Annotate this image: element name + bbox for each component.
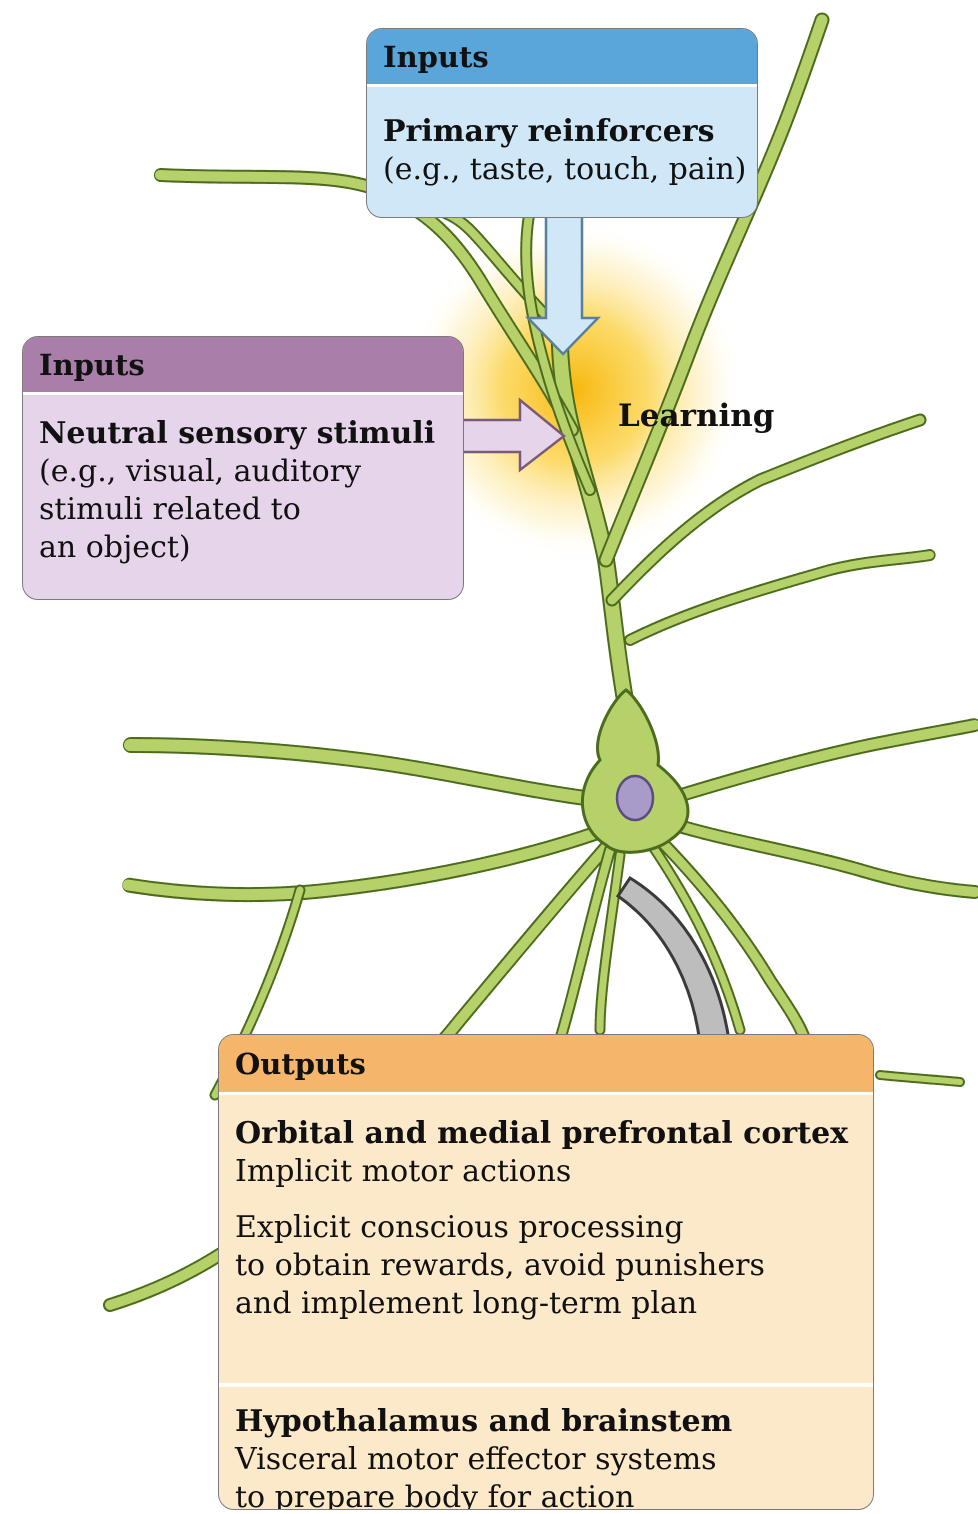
inputs-primary-box: Inputs Primary reinforcers (e.g., taste,… [366,28,758,218]
prefrontal-line: Implicit motor actions [235,1153,857,1191]
hypothalamus-line: to prepare body for action [235,1479,857,1510]
prefrontal-line: to obtain rewards, avoid punishers [235,1247,857,1285]
prefrontal-line: and implement long-term plan [235,1285,857,1323]
inputs-neutral-box: Inputs Neutral sensory stimuli (e.g., vi… [22,336,464,600]
neutral-stimuli-line: an object) [39,529,447,567]
cell-body [582,690,688,852]
outputs-section-prefrontal: Orbital and medial prefrontal cortex Imp… [219,1095,873,1387]
learning-label: Learning [618,398,774,434]
inputs-neutral-header: Inputs [23,337,463,395]
dendrite-branch [128,830,605,895]
primary-reinforcers-detail: (e.g., taste, touch, pain) [383,151,741,189]
neutral-stimuli-line: (e.g., visual, auditory [39,453,447,491]
dendrite-branch [660,820,975,892]
prefrontal-line: Explicit conscious processing [235,1209,857,1247]
inputs-primary-header: Inputs [367,29,757,87]
hypothalamus-title: Hypothalamus and brainstem [235,1403,857,1441]
primary-reinforcers-title: Primary reinforcers [383,113,741,151]
outputs-section-hypothalamus: Hypothalamus and brainstem Visceral moto… [219,1387,873,1510]
neutral-stimuli-title: Neutral sensory stimuli [39,415,447,453]
outputs-box: Outputs Orbital and medial prefrontal co… [218,1034,874,1510]
dendrite-branch [630,555,930,640]
outputs-header: Outputs [219,1035,873,1095]
neutral-stimuli-line: stimuli related to [39,491,447,529]
dendrite-branch-outline [630,555,930,640]
prefrontal-title: Orbital and medial prefrontal cortex [235,1115,857,1153]
hypothalamus-line: Visceral motor effector systems [235,1441,857,1479]
nucleus [617,776,653,820]
